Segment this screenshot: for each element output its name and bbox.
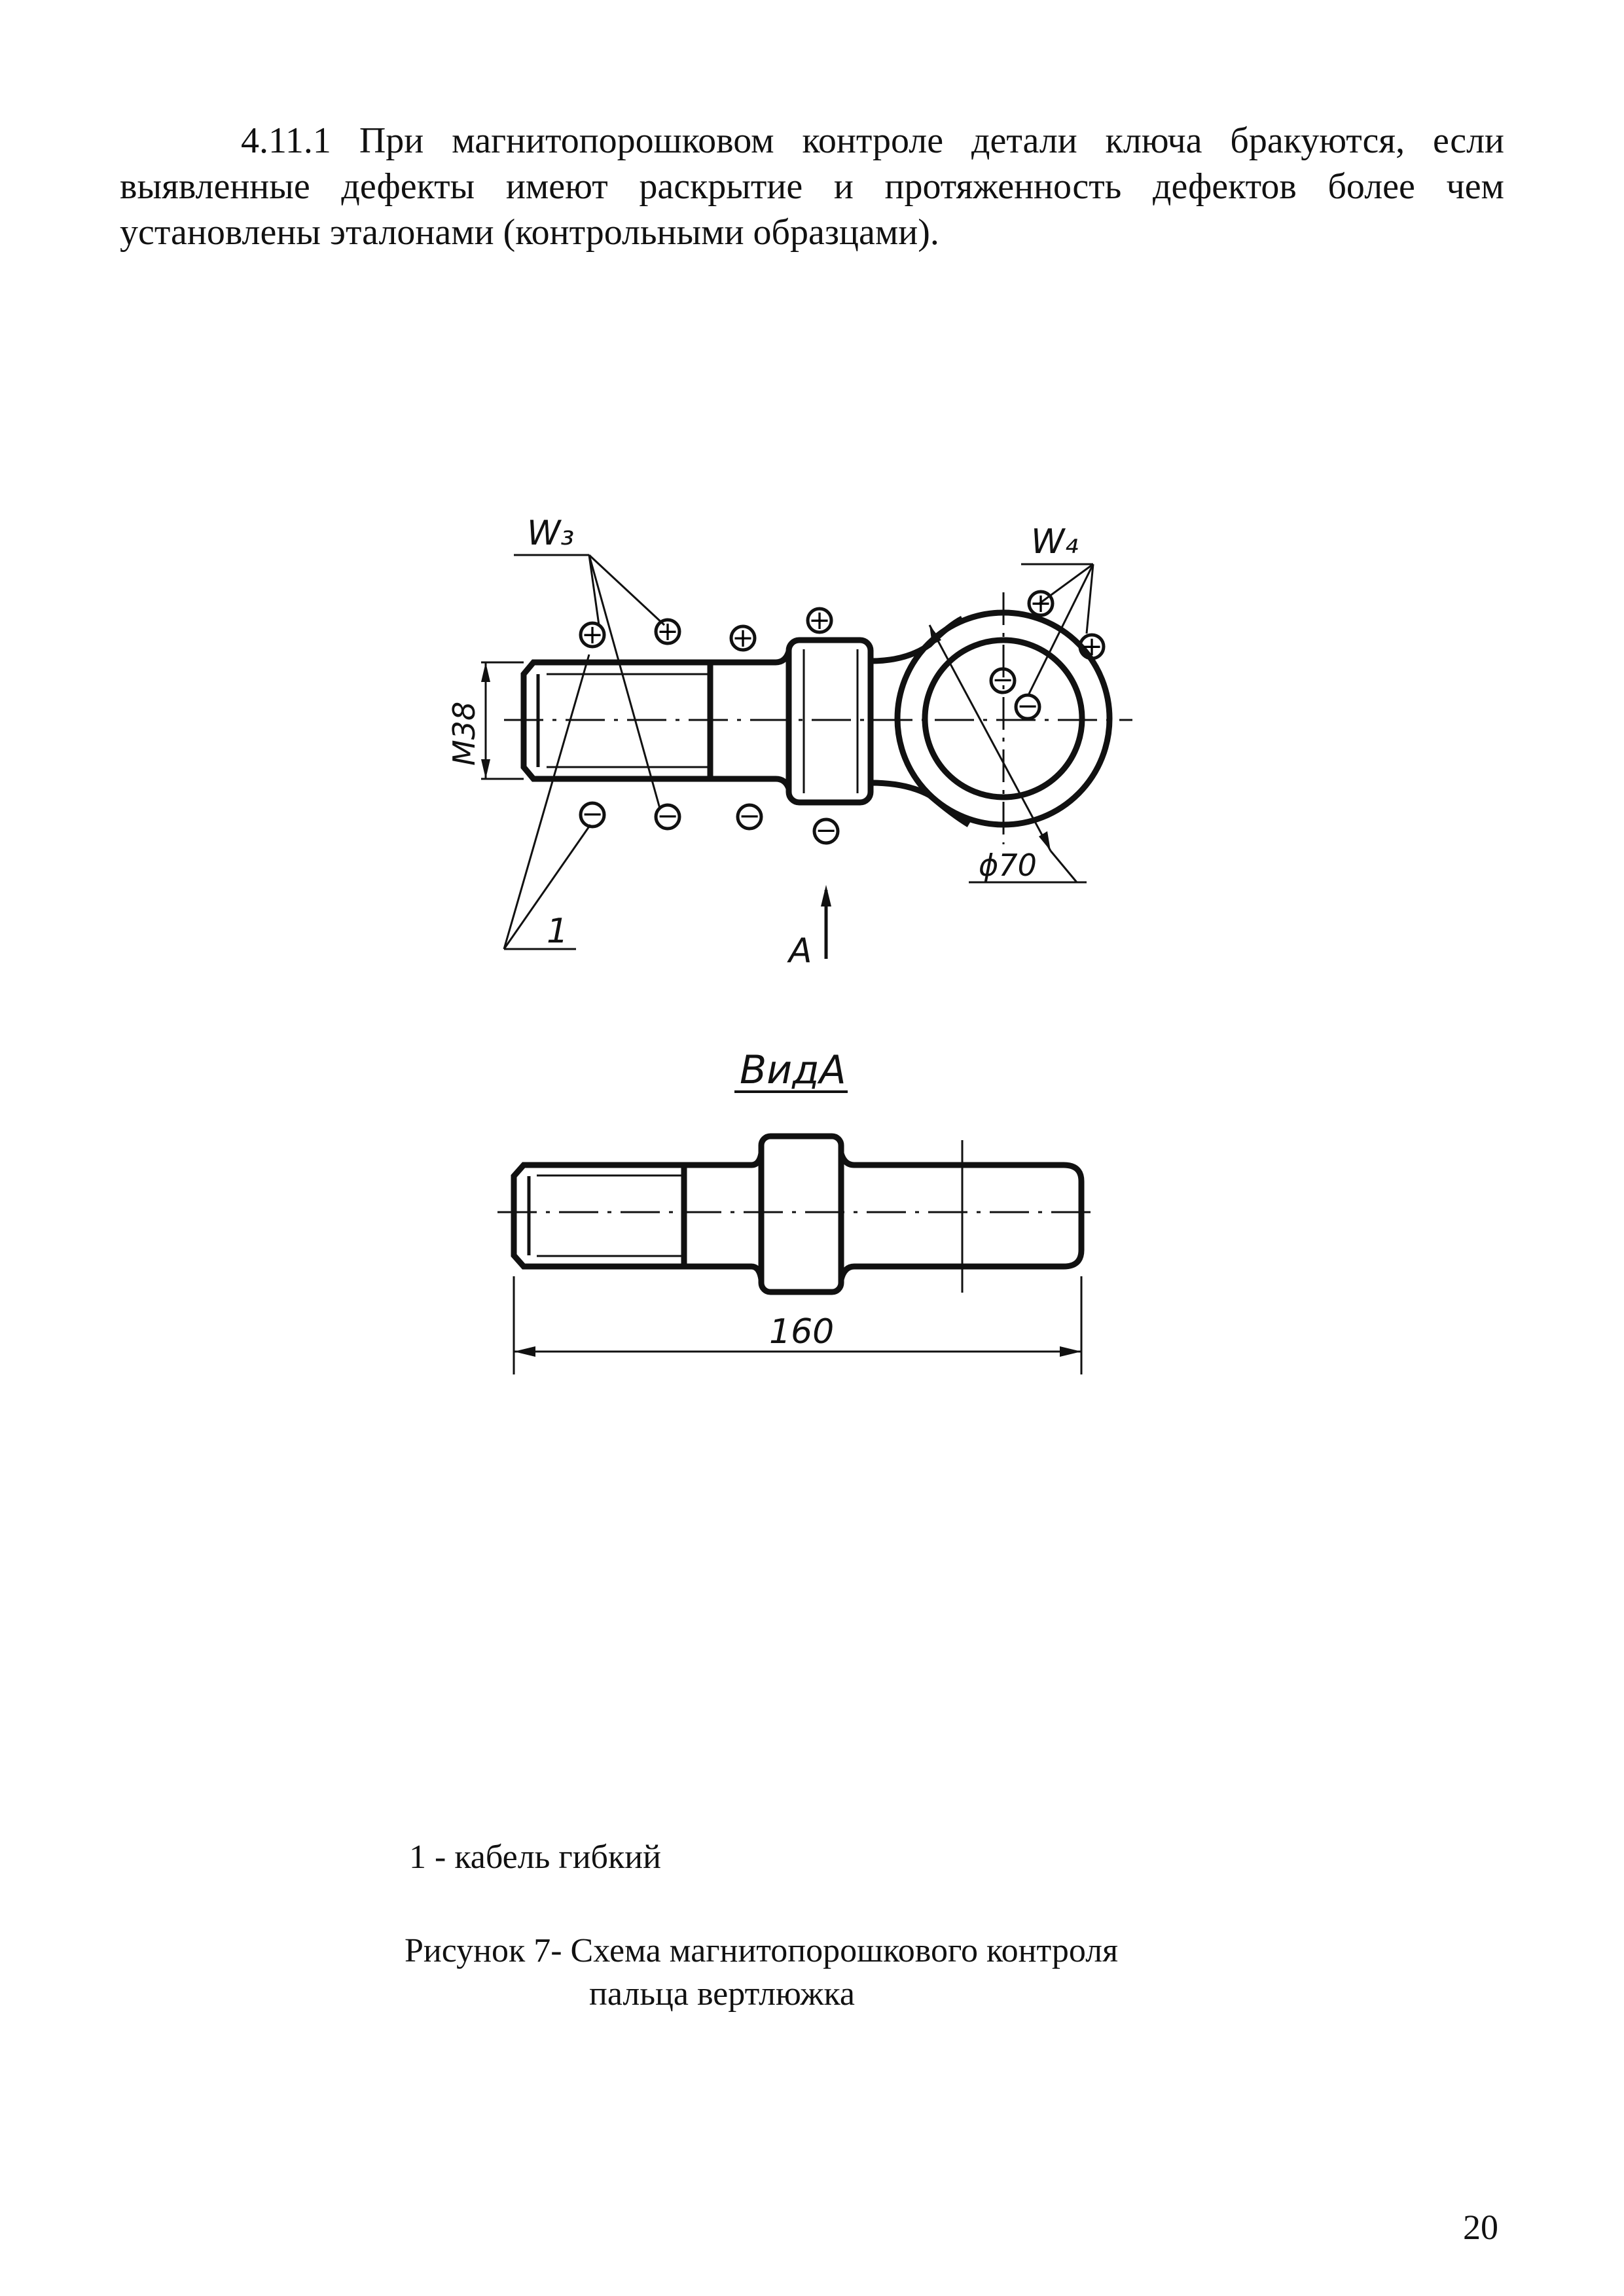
view-a-neck-bottom xyxy=(684,1263,765,1280)
diameter-arrow-top xyxy=(929,625,941,645)
view-a-collar xyxy=(758,1133,844,1295)
cable-leader-1 xyxy=(503,654,590,950)
cable-leader-2 xyxy=(503,824,592,950)
minus-marker: − xyxy=(736,801,763,831)
paragraph-line-1: 4.11.1 При магнитопорошковом контроле де… xyxy=(241,120,1504,161)
minus-marker: − xyxy=(579,799,606,829)
plus-marker: + xyxy=(654,617,681,647)
view-a-eye-side xyxy=(838,1152,1085,1281)
svg-text:+: + xyxy=(657,617,679,647)
plus-marker: + xyxy=(579,620,606,650)
paragraph-line-3: установлены эталонами (контрольными обра… xyxy=(120,212,939,253)
svg-text:+: + xyxy=(1030,588,1052,619)
view-a-threaded-part xyxy=(511,1162,687,1270)
paragraph-line-2: выявленные дефекты имеют раскрытие и про… xyxy=(120,166,1504,207)
thread-arrow-bottom xyxy=(481,759,490,779)
charge-markers: + + + + + + − − − − − − xyxy=(579,588,1106,846)
diameter-leader xyxy=(1049,850,1078,883)
w4-leader-1 xyxy=(1039,563,1094,605)
figure-caption-line-1: Рисунок 7- Схема магнитопорошкового конт… xyxy=(405,1932,1119,1969)
length-arrow-right xyxy=(1060,1346,1081,1357)
svg-text:−: − xyxy=(738,801,761,831)
svg-text:+: + xyxy=(581,620,604,650)
w4-label: W₄ xyxy=(1031,522,1078,562)
length-label: 160 xyxy=(769,1312,834,1352)
thread-arrow-top xyxy=(481,662,490,682)
plus-marker: + xyxy=(729,623,757,653)
eye-transition-bottom xyxy=(870,780,971,827)
length-arrow-left xyxy=(514,1346,535,1357)
w3-leader-3 xyxy=(588,554,661,809)
plus-marker: + xyxy=(806,605,833,636)
diameter-dimension-line xyxy=(928,624,1052,852)
thread-label: M38 xyxy=(446,702,482,766)
plus-marker: + xyxy=(1027,588,1055,619)
view-a: ВидА 160 xyxy=(497,1047,1100,1374)
svg-text:−: − xyxy=(657,801,679,831)
svg-text:−: − xyxy=(815,816,837,846)
collar xyxy=(785,637,874,806)
svg-text:+: + xyxy=(1081,632,1103,662)
plus-marker: + xyxy=(1078,632,1106,662)
svg-text:−: − xyxy=(992,665,1014,695)
view-arrow-head xyxy=(821,885,831,906)
legend: 1 - кабель гибкий xyxy=(409,1839,661,1876)
svg-text:+: + xyxy=(732,623,754,653)
svg-text:−: − xyxy=(581,799,604,829)
diameter-arrow-bottom xyxy=(1039,831,1051,851)
w4-leader-3 xyxy=(1028,564,1094,694)
main-view: ϕ70 M38 W₃ W₄ 1 A + + + + xyxy=(446,514,1132,971)
minus-marker: − xyxy=(812,816,840,846)
w4-leader-2 xyxy=(1085,564,1094,634)
eye-bore xyxy=(922,637,1085,800)
diameter-label: ϕ70 xyxy=(979,848,1037,883)
view-a-title: ВидА xyxy=(740,1047,846,1093)
w3-label: W₃ xyxy=(527,514,574,553)
minus-marker: − xyxy=(989,665,1017,695)
w3-leader-2 xyxy=(588,554,600,626)
view-a-neck-top xyxy=(684,1153,765,1168)
cable-label: 1 xyxy=(547,912,568,951)
view-arrow-label: A xyxy=(787,931,812,971)
body-paragraph: 4.11.1 При магнитопорошковом контроле де… xyxy=(120,118,1504,255)
page-number: 20 xyxy=(1463,2208,1498,2247)
w3-leader-1 xyxy=(588,554,666,626)
figure-caption-line-2: пальца вертлюжка xyxy=(589,1975,855,2013)
figure-caption: Рисунок 7- Схема магнитопорошкового конт… xyxy=(405,1929,1255,2016)
svg-text:+: + xyxy=(808,605,831,636)
minus-marker: − xyxy=(654,801,681,831)
minus-marker: − xyxy=(1014,691,1041,721)
svg-text:−: − xyxy=(1017,691,1039,721)
